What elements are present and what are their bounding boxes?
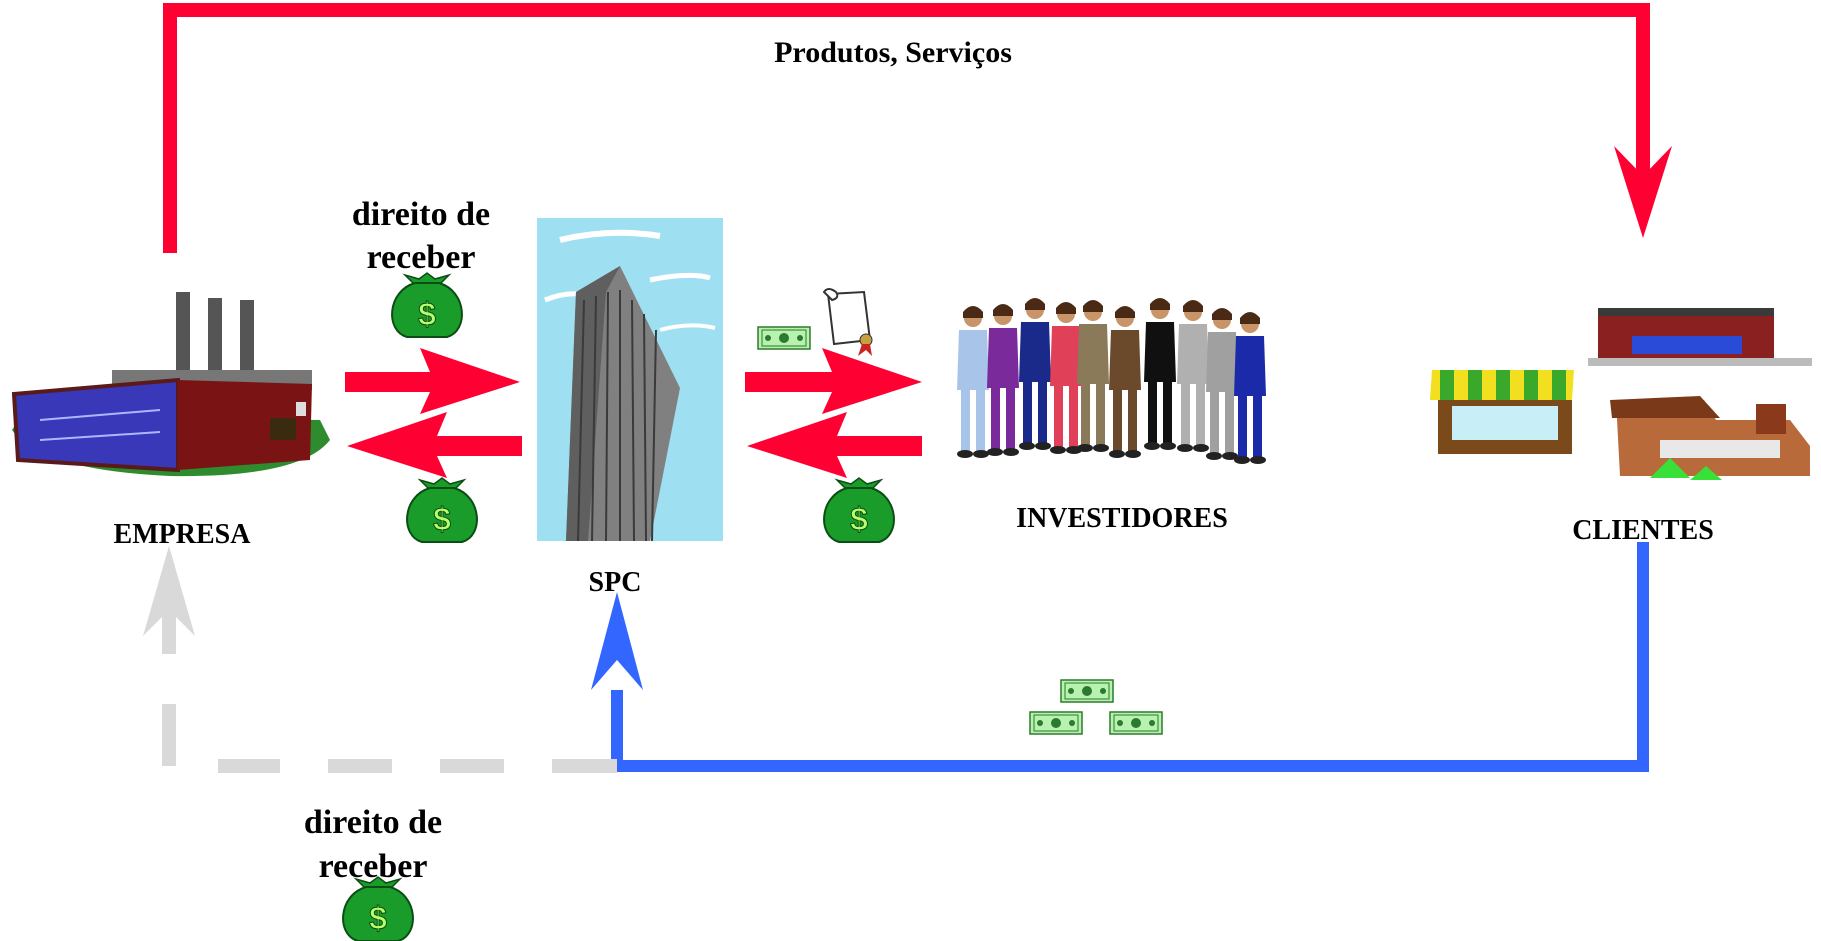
arrowhead-up-icon bbox=[591, 592, 643, 690]
rights-top-line2: receber bbox=[367, 239, 476, 276]
skyscraper-icon bbox=[537, 218, 723, 542]
arrowhead-down-icon bbox=[1614, 146, 1672, 238]
money-bag-icon bbox=[391, 272, 463, 338]
business-people-icon bbox=[957, 298, 1266, 464]
investidores-label: INVESTIDORES bbox=[1016, 503, 1228, 534]
shops-icon bbox=[1430, 308, 1812, 480]
certificate-scroll-icon bbox=[822, 288, 873, 356]
dollar-bill-icon bbox=[757, 326, 811, 350]
arrow-left-icon bbox=[347, 412, 522, 478]
top-flow-label: Produtos, Serviços bbox=[774, 36, 1012, 69]
rights-return-flow bbox=[143, 546, 617, 773]
arrow-right-icon bbox=[745, 348, 922, 414]
clientes-label: CLIENTES bbox=[1572, 515, 1714, 546]
payment-flow bbox=[591, 542, 1649, 772]
money-bag-icon bbox=[823, 477, 895, 543]
empresa-label: EMPRESA bbox=[114, 519, 252, 550]
arrow-left-icon bbox=[747, 412, 922, 478]
dollar-bill-icon bbox=[1109, 711, 1163, 735]
rights-top-line1: direito de bbox=[352, 196, 490, 233]
dollar-bill-icon bbox=[1060, 679, 1114, 703]
spc-label: SPC bbox=[589, 567, 642, 598]
money-bag-icon bbox=[406, 477, 478, 543]
money-bag-icon bbox=[342, 876, 414, 941]
empresa-spc-arrows bbox=[345, 348, 522, 478]
dollar-bill-icon bbox=[1029, 711, 1083, 735]
arrowhead-up-icon bbox=[143, 546, 195, 636]
spc-investidores-arrows bbox=[745, 348, 922, 478]
arrow-right-icon bbox=[345, 348, 520, 414]
rights-bottom-line1: direito de bbox=[304, 804, 442, 841]
products-services-flow bbox=[163, 3, 1672, 253]
factory-icon bbox=[11, 292, 330, 477]
rights-bottom-line2: receber bbox=[319, 848, 428, 885]
